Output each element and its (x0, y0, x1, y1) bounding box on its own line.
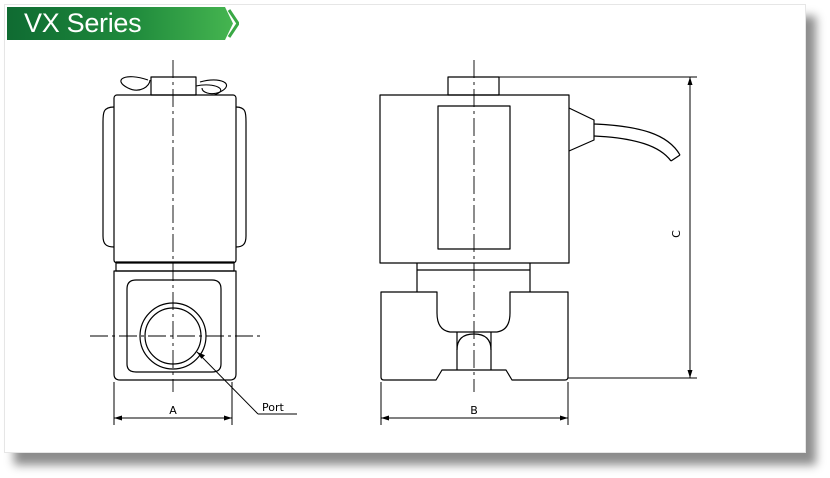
front-view (102, 76, 297, 425)
front-coil-left-bulge (102, 106, 115, 248)
center-lines (90, 60, 475, 392)
section-banner: VX Series (7, 7, 240, 40)
front-coil-right-bulge (235, 106, 247, 248)
port-leader (196, 351, 259, 415)
cable (593, 123, 681, 156)
dimension-c-label: C (670, 230, 683, 238)
front-top-nut (150, 76, 197, 96)
banner-shape (7, 7, 240, 40)
cable-gland (568, 107, 595, 152)
page-title: VX Series (24, 8, 142, 38)
chevron-right-icon (227, 9, 240, 38)
port-label: Port (262, 401, 284, 414)
side-view (379, 76, 697, 425)
front-port-boss (126, 279, 222, 373)
dimension-a-label: A (169, 404, 177, 417)
side-valve-body (380, 291, 569, 381)
side-top-nut (447, 76, 500, 96)
dimension-b-label: B (470, 404, 478, 417)
front-wire-loop (120, 76, 151, 91)
front-valve-body (113, 270, 237, 381)
side-coil (379, 94, 570, 264)
front-coil (113, 94, 237, 264)
